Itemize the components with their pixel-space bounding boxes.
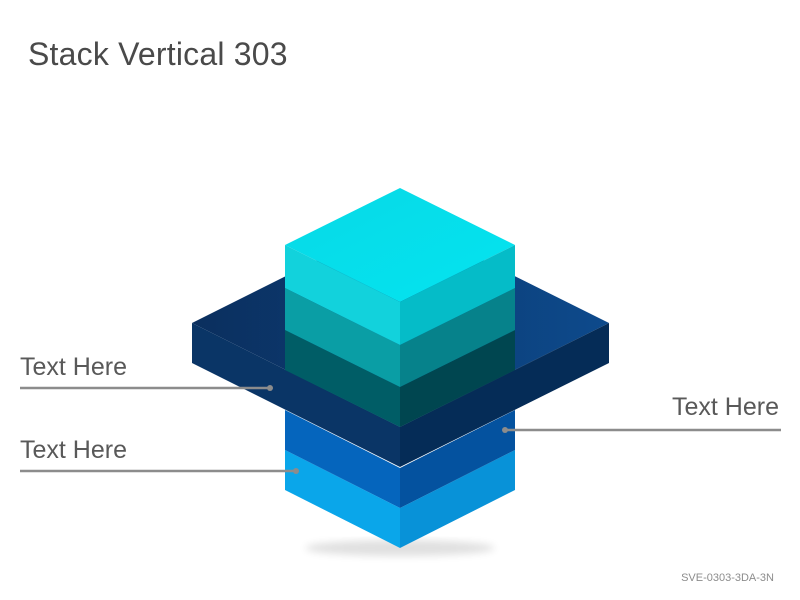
footer-code: SVE-0303-3DA-3N bbox=[681, 572, 774, 584]
page-title: Stack Vertical 303 bbox=[28, 36, 288, 72]
layer-mid-teal-left-face bbox=[285, 288, 400, 387]
layer-mid-blue bbox=[285, 410, 515, 508]
label-right[interactable]: Text Here bbox=[672, 393, 779, 421]
leader-left-lower bbox=[20, 468, 299, 474]
layer-mid-teal-right-face bbox=[400, 288, 515, 387]
top-cube-left-face bbox=[285, 245, 400, 345]
navy-plate-right-face bbox=[400, 323, 609, 467]
leader-left-upper-dot bbox=[267, 385, 273, 391]
label-left-lower[interactable]: Text Here bbox=[20, 436, 127, 464]
leader-right-dot bbox=[502, 427, 508, 433]
label-left-upper[interactable]: Text Here bbox=[20, 353, 127, 381]
layer-light-blue-right-face bbox=[400, 450, 515, 548]
layer-light-blue-left-face bbox=[285, 450, 400, 548]
layer-mid-blue-left-face bbox=[285, 410, 400, 508]
layer-mid-teal bbox=[285, 288, 515, 387]
layer-dark-teal bbox=[285, 330, 515, 427]
layer-top-cube bbox=[285, 188, 515, 345]
leader-left-lower-dot bbox=[293, 468, 299, 474]
layer-light-blue bbox=[285, 450, 515, 548]
layer-dark-teal-right-face bbox=[400, 330, 515, 427]
layer-mid-blue-right-face bbox=[400, 410, 515, 508]
layer-dark-teal-left-face bbox=[285, 330, 400, 427]
leader-right bbox=[502, 427, 781, 433]
top-cube-right-face bbox=[400, 245, 515, 345]
navy-plate-left-face bbox=[192, 323, 400, 467]
leader-left-upper bbox=[20, 385, 273, 391]
